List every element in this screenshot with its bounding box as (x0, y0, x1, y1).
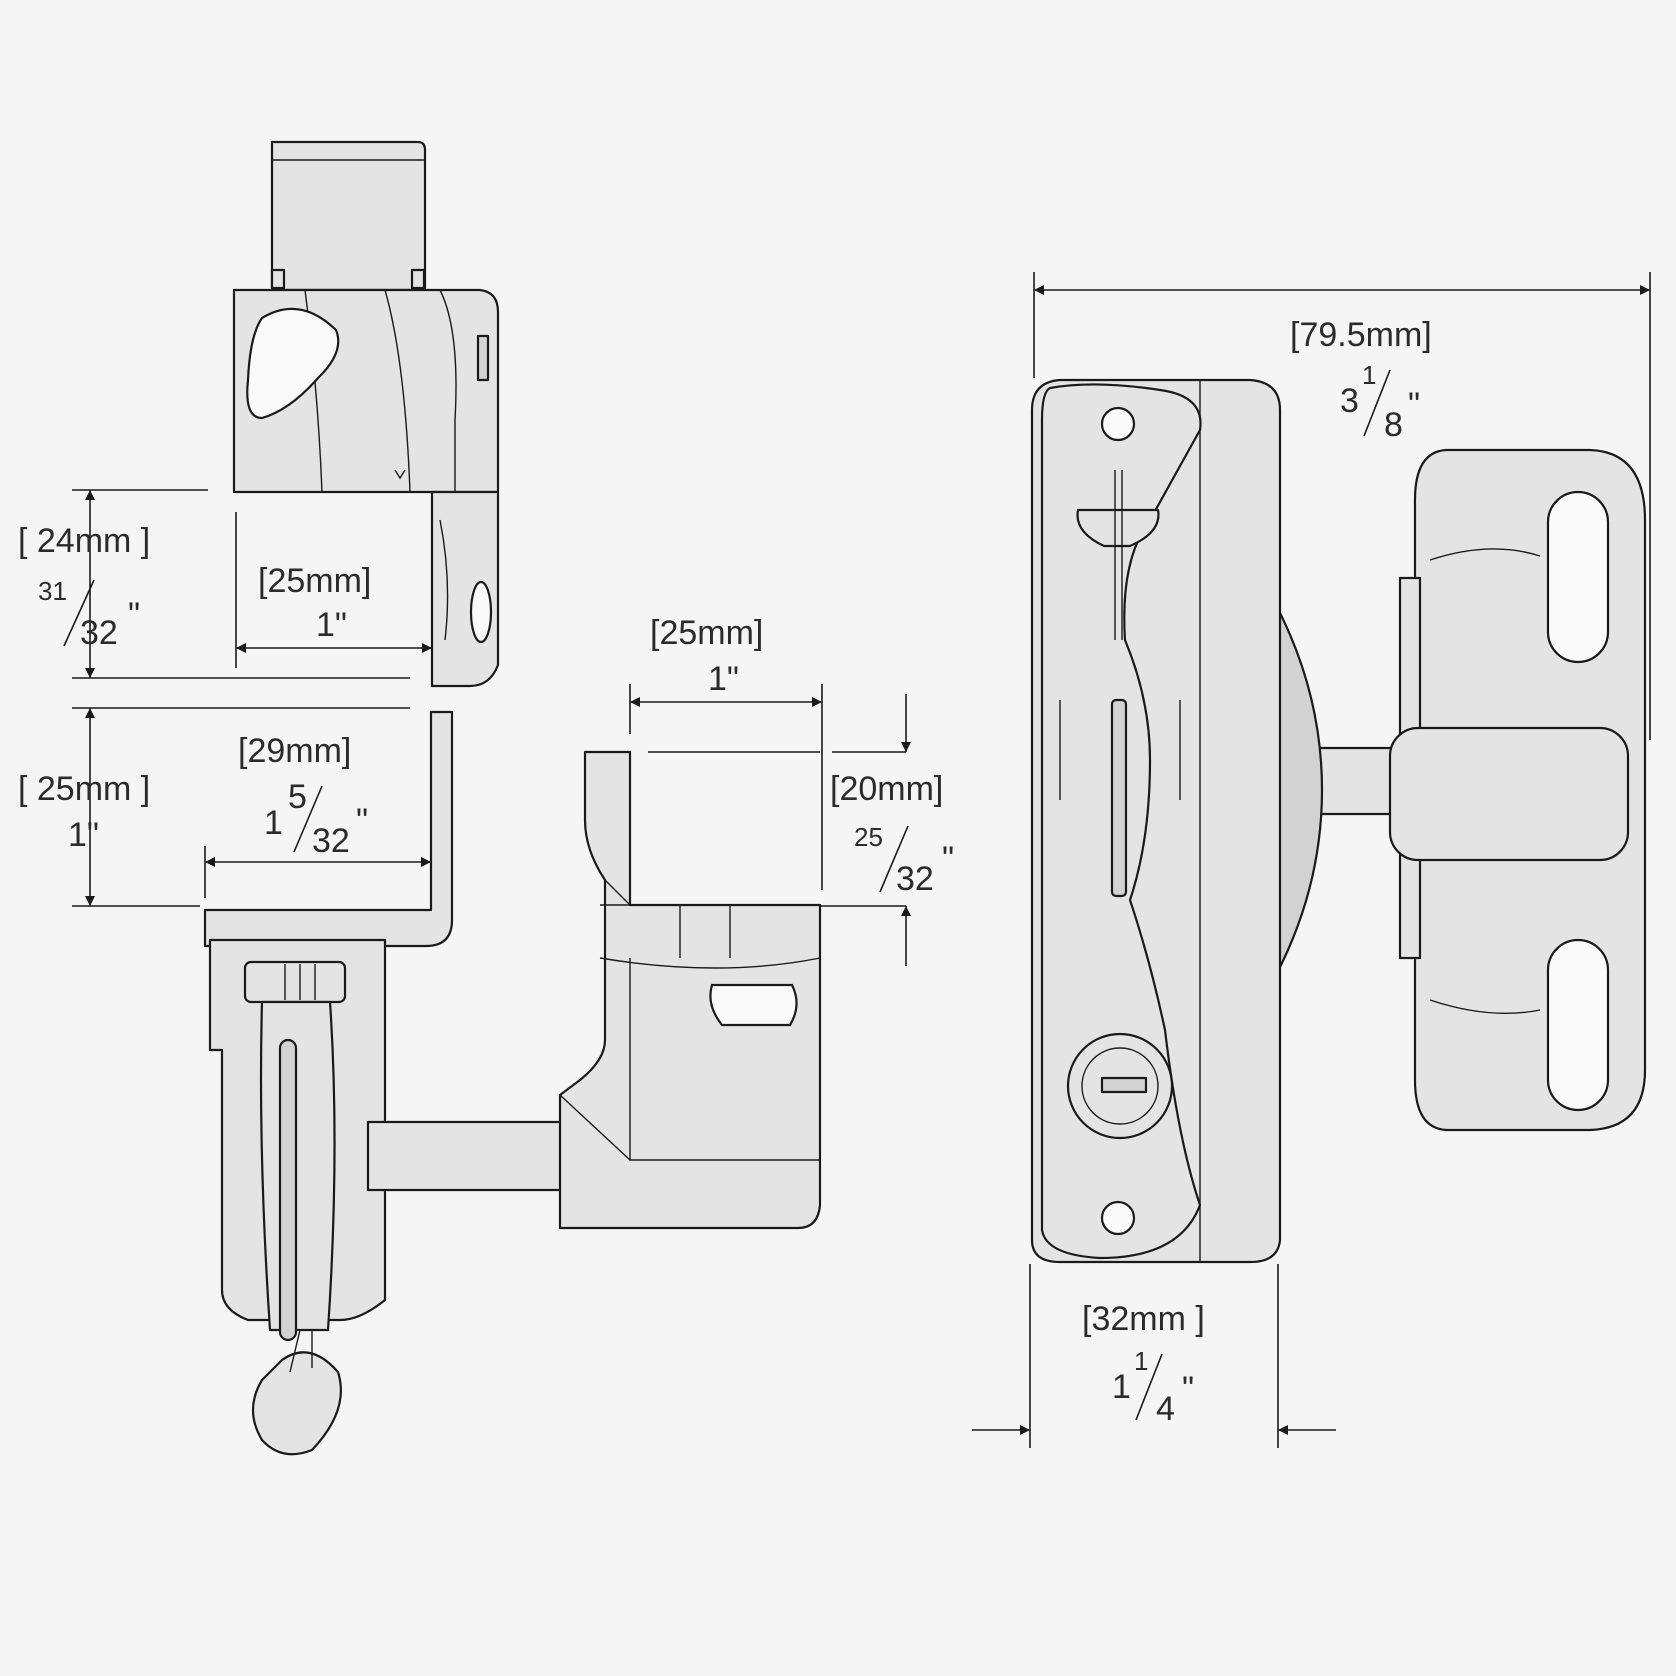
fraction-slash (293, 785, 323, 853)
dim-25mm-mid-metric: [25mm] (650, 614, 763, 652)
dim-32mm-whole: 1 (1112, 1368, 1131, 1406)
dim-25mm-top-imperial: 1" (316, 606, 347, 644)
dim-20mm-denominator: 32 (896, 860, 934, 898)
fraction-slash (63, 579, 95, 647)
dim-20mm-unit: " (942, 840, 954, 878)
dim-29mm-numerator: 5 (288, 778, 307, 816)
dim-24mm-unit: " (128, 596, 140, 634)
latch-side-view (208, 938, 570, 1456)
dim-32mm-denominator: 4 (1156, 1390, 1175, 1428)
dim-32mm-unit: " (1182, 1370, 1194, 1408)
dim-24mm-numerator: 31 (38, 576, 67, 606)
keeper-top-view (232, 140, 500, 688)
dim-79-5mm-numerator: 1 (1362, 360, 1376, 390)
dim-29mm-unit: " (356, 802, 368, 840)
fraction-slash (1135, 1353, 1163, 1421)
dim-29mm-metric: [29mm] (238, 732, 351, 770)
dim-20mm-numerator: 25 (854, 822, 883, 852)
fraction-slash (879, 825, 909, 893)
dimension-lines (72, 272, 1651, 1448)
dim-79-5mm-denominator: 8 (1384, 406, 1403, 444)
dim-25mm-left-metric: [ 25mm ] (18, 770, 150, 808)
dim-20mm-metric: [20mm] (830, 770, 943, 808)
dim-29mm-denominator: 32 (312, 822, 350, 860)
dim-29mm-whole: 1 (264, 804, 283, 842)
dim-79-5mm-metric: [79.5mm] (1290, 316, 1432, 354)
l-bracket (203, 710, 454, 948)
dim-24mm-metric: [ 24mm ] (18, 522, 150, 560)
keeper-side-view (558, 750, 822, 1230)
dim-24mm-denominator: 32 (80, 614, 118, 652)
dim-32mm-numerator: 1 (1134, 1346, 1148, 1376)
dim-32mm-metric: [32mm ] (1082, 1300, 1205, 1338)
dim-79-5mm-whole: 3 (1340, 382, 1359, 420)
dim-79-5mm-unit: " (1408, 386, 1420, 424)
dim-25mm-mid-imperial: 1" (708, 660, 739, 698)
dim-25mm-top-metric: [25mm] (258, 562, 371, 600)
latch-front-view (1030, 378, 1647, 1264)
fraction-slash (1363, 369, 1391, 437)
dim-25mm-left-imperial: 1" (68, 816, 99, 854)
